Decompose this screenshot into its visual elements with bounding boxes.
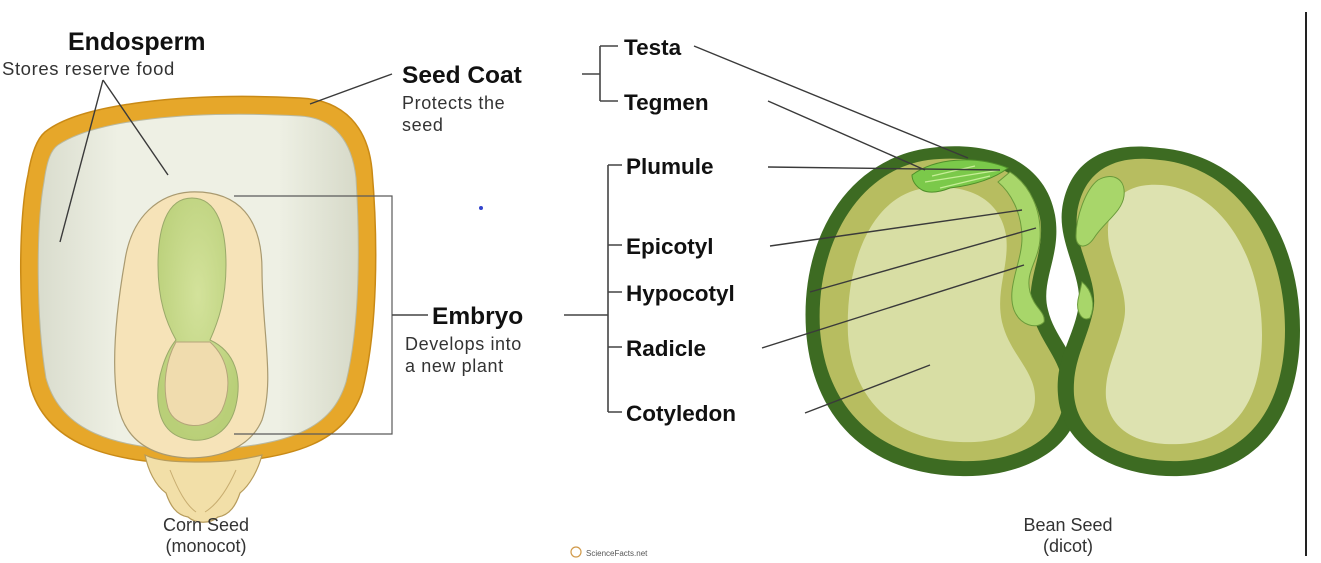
label-embryo-desc-1: Develops into [405,334,522,354]
label-radicle: Radicle [626,336,706,361]
blue-dot [479,206,483,210]
label-endosperm: Endosperm [68,28,206,56]
label-seed-coat-desc-1: Protects the [402,93,505,113]
watermark-text: ScienceFacts.net [586,549,648,558]
corn-seed-illustration [21,96,376,522]
label-plumule: Plumule [626,154,714,179]
label-embryo: Embryo [432,303,523,330]
label-tegmen: Tegmen [624,90,709,115]
caption-corn-seed: Corn Seed [163,515,249,535]
corn-seed-base [145,455,262,522]
caption-corn-type: (monocot) [165,536,246,556]
label-epicotyl: Epicotyl [626,234,714,259]
label-cotyledon: Cotyledon [626,401,736,426]
label-endosperm-desc: Stores reserve food [2,58,175,79]
label-seed-coat: Seed Coat [402,62,522,89]
watermark-logo: ScienceFacts.net [571,547,648,558]
label-testa: Testa [624,35,682,60]
atom-icon [571,547,581,557]
caption-bean-seed: Bean Seed [1023,515,1112,535]
label-hypocotyl: Hypocotyl [626,281,735,306]
corn-embryo-lower [165,342,228,426]
caption-bean-type: (dicot) [1043,536,1093,556]
label-embryo-desc-2: a new plant [405,356,504,376]
label-seed-coat-desc-2: seed [402,115,443,135]
